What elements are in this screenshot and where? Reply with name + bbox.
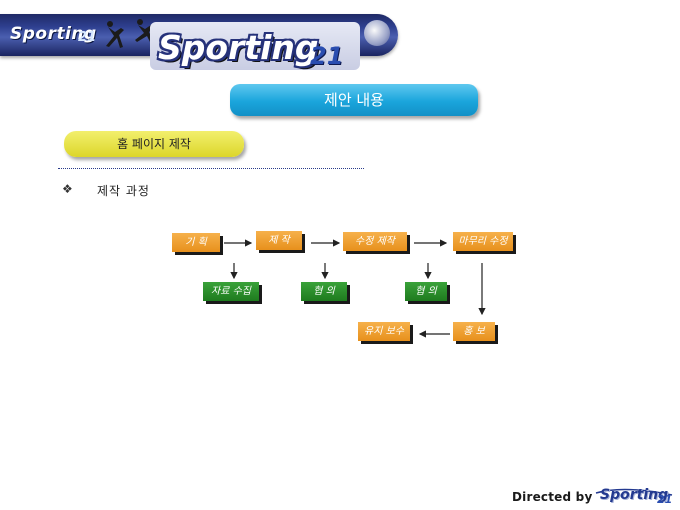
process-maintain: 유지 보수	[358, 322, 410, 341]
process-plan: 기 획	[172, 233, 220, 252]
section-heading: 제작 과정	[97, 184, 150, 198]
footer-logo: Sporting	[600, 487, 669, 503]
logo-small-suffix: 21	[78, 30, 97, 45]
page-subtitle: 홈 페이지 제작	[64, 131, 244, 157]
bullet-icon: ❖	[62, 182, 73, 196]
logo-plate	[150, 22, 360, 70]
process-final-revise: 마무리 수정	[453, 232, 513, 251]
header-banner: Sporting 21 Sporting 21	[0, 8, 400, 70]
process-consult-1: 협 의	[301, 282, 347, 301]
process-consult-2: 협 의	[405, 282, 447, 301]
page-title: 제안 내용	[230, 84, 478, 116]
footer-swoosh-icon	[595, 488, 673, 496]
logo-small-text: Sporting	[10, 24, 97, 44]
process-produce: 제 작	[256, 231, 302, 250]
logo-big-text: Sporting	[158, 28, 319, 67]
process-revise: 수정 제작	[343, 232, 407, 251]
logo-big-suffix: 21	[310, 42, 344, 70]
process-collect: 자료 수집	[203, 282, 259, 301]
dotted-divider	[58, 168, 364, 169]
process-promote: 홍 보	[453, 322, 495, 341]
footer-directed-by: Directed by	[512, 490, 593, 504]
footer-logo-suffix: 21	[657, 493, 673, 506]
